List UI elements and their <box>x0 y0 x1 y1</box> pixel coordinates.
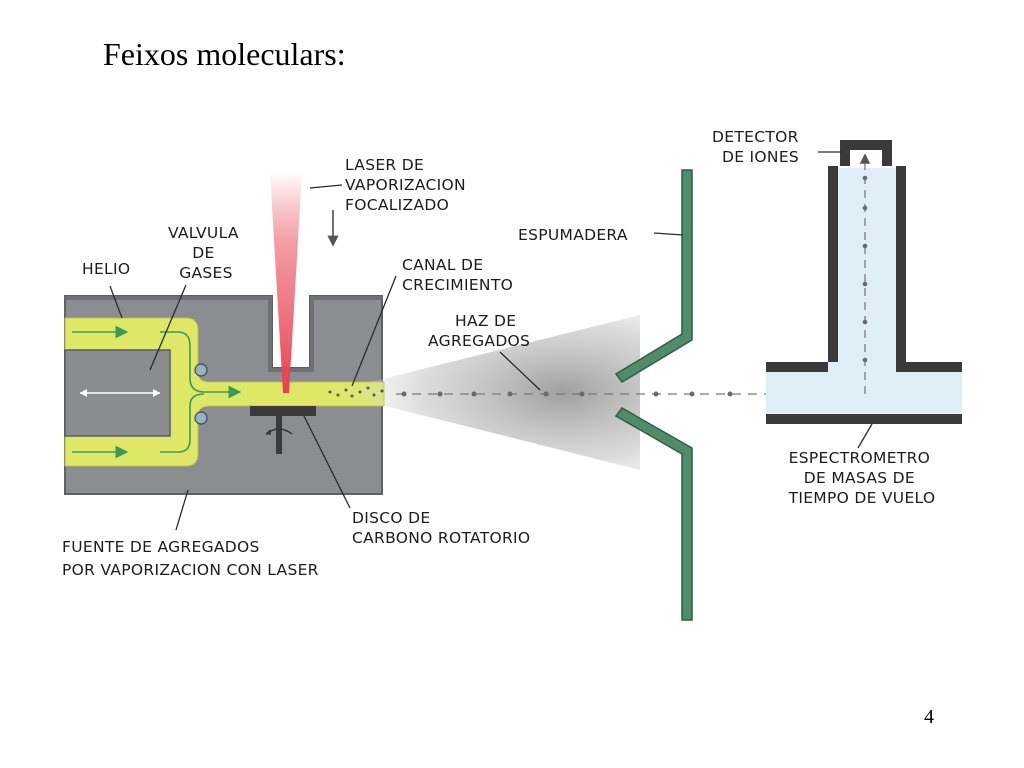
leader-disc <box>303 415 351 509</box>
gas-flow-arrows <box>72 325 242 459</box>
ion-detector <box>840 140 892 166</box>
slide-title: Feixos moleculars: <box>103 36 346 72</box>
label-skimmer: ESPUMADERA <box>518 226 628 244</box>
cluster-beam-spray <box>330 315 640 470</box>
label-helium: HELIO <box>82 260 130 278</box>
label-carbon-disc: DISCO DE CARBONO ROTATORIO <box>352 509 530 547</box>
laser-beam <box>270 172 302 393</box>
leader-valve <box>149 284 187 371</box>
label-tof-spectrometer: ESPECTROMETRO DE MASAS DE TIEMPO DE VUEL… <box>788 449 936 507</box>
leader-helium <box>109 285 123 319</box>
leader-source <box>175 489 189 531</box>
label-laser: LASER DE VAPORIZACION FOCALIZADO <box>345 156 471 214</box>
leader-channel <box>351 275 397 387</box>
leader-beam <box>499 351 541 391</box>
leader-skimmer <box>653 232 684 236</box>
valve-ball-bottom <box>194 411 208 425</box>
label-growth-channel: CANAL DE CRECIMIENTO <box>402 256 513 294</box>
tof-spectrometer <box>766 166 962 424</box>
label-ion-detector: DETECTOR DE IONES <box>712 128 804 166</box>
rotating-carbon-disc <box>250 406 316 454</box>
leader-laser <box>309 184 343 189</box>
label-valve: VALVULA DE GASES <box>168 224 244 282</box>
growth-channel-particles <box>328 386 384 398</box>
valve-ball-top <box>194 363 208 377</box>
ion-particles <box>862 175 868 363</box>
skimmer <box>614 169 693 621</box>
label-cluster-beam: HAZ DE AGREGADOS <box>428 312 530 350</box>
page-number: 4 <box>924 706 934 728</box>
leader-spectrometer <box>857 423 873 449</box>
label-cluster-source: FUENTE DE AGREGADOS POR VAPORIZACION CON… <box>62 538 319 579</box>
